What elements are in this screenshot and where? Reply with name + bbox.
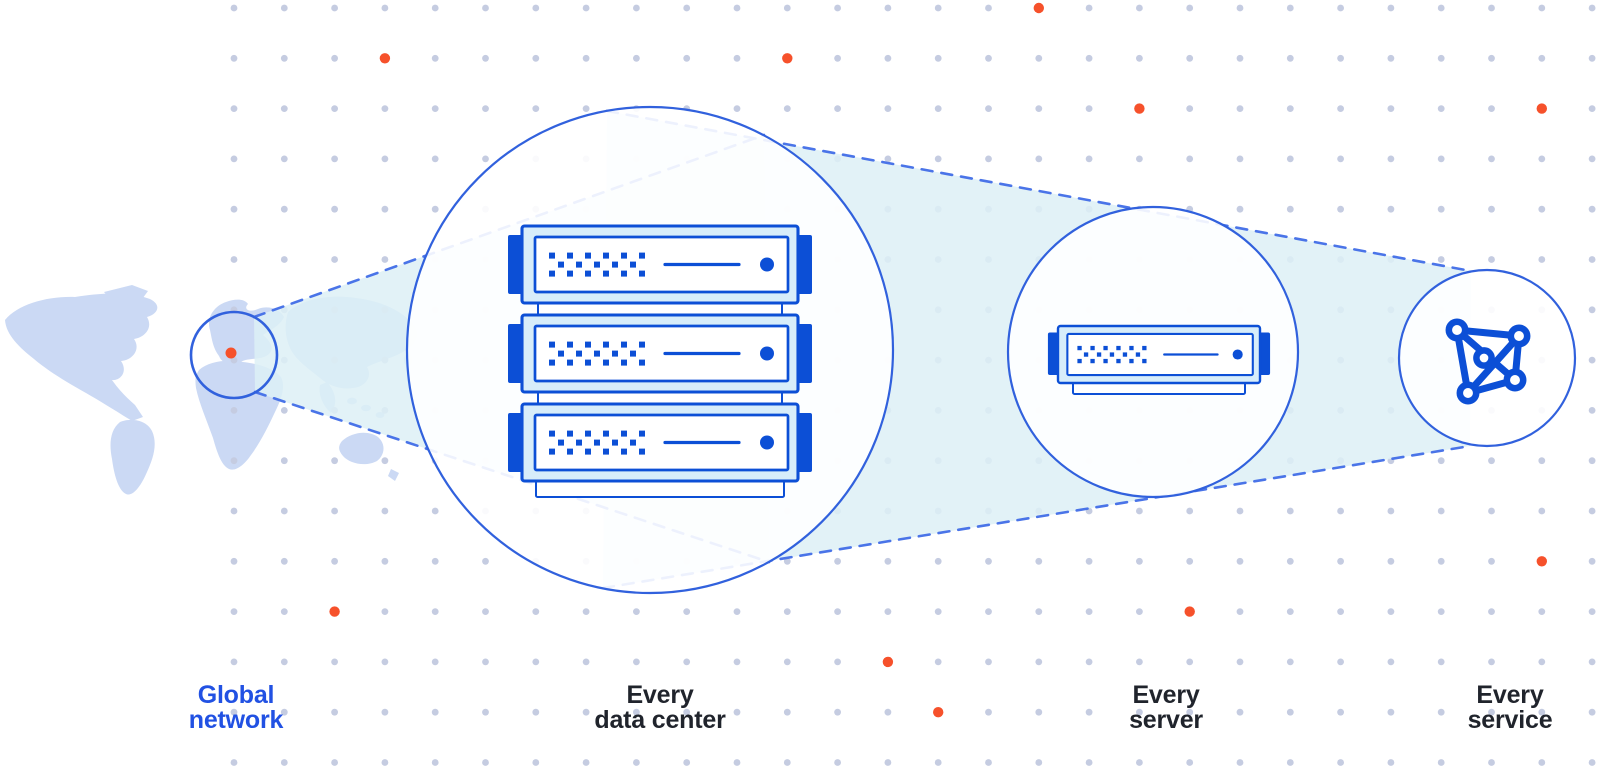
accent-orange-dot xyxy=(933,707,944,718)
accent-orange-dot xyxy=(1536,556,1548,567)
network-mesh-icon xyxy=(1445,318,1531,405)
label-every-server-line1: Every xyxy=(1132,681,1200,709)
global-network-circle xyxy=(189,310,279,400)
location-marker-icon xyxy=(225,347,237,359)
label-every-server: Every server xyxy=(1129,683,1203,733)
label-every-data-center-line1: Every xyxy=(626,681,694,709)
label-every-server-line2: server xyxy=(1129,706,1203,734)
label-every-service-line1: Every xyxy=(1476,681,1544,709)
accent-orange-dot xyxy=(882,656,894,668)
label-every-service: Every service xyxy=(1468,683,1553,733)
accent-orange-dot xyxy=(1184,606,1195,617)
server-rack-icon xyxy=(508,224,812,498)
accent-orange-dot xyxy=(329,606,340,617)
label-every-data-center-line2: data center xyxy=(594,706,726,734)
label-global-network-line2: network xyxy=(188,706,284,734)
label-global-network-line1: Global xyxy=(197,681,275,709)
accent-orange-dot xyxy=(379,53,391,64)
accent-orange-dot xyxy=(782,53,793,64)
single-server-icon xyxy=(1047,324,1271,395)
label-global-network: Global network xyxy=(188,681,284,734)
label-every-data-center: Every data center xyxy=(594,683,725,733)
accent-orange-dot xyxy=(1536,103,1548,114)
accent-orange-dot xyxy=(1134,103,1145,114)
label-every-service-line2: service xyxy=(1467,706,1553,734)
accent-orange-dot xyxy=(1033,2,1045,14)
